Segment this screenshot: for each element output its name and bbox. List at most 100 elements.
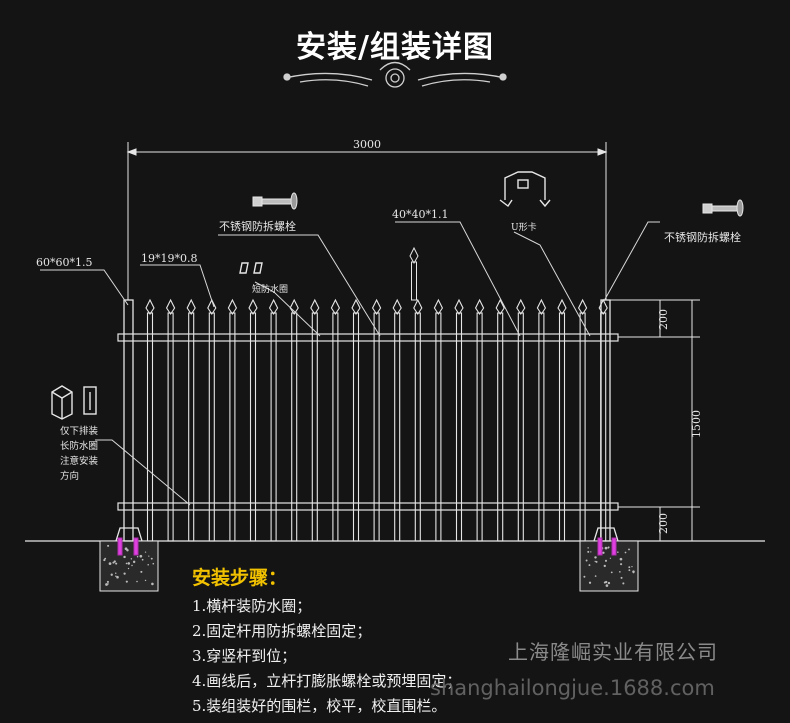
post-size-label: 60*60*1.5 [36,256,93,269]
concrete-speck [594,575,597,577]
expansion-bolt-right [597,537,617,556]
step-item: 1.横杆装防水圈； [192,597,312,615]
decorative-ornament [283,61,507,88]
bolt-left-label: 不锈钢防拆螺栓 [219,219,296,233]
picket [207,298,217,542]
concrete-speck [115,572,117,574]
concrete-speck [127,562,131,565]
top-rail [117,333,619,342]
long-ring-icon [51,385,97,420]
center-tall-picket [409,246,419,301]
concrete-speck [585,559,588,562]
bottom-note-line-4: 方向 [60,470,79,482]
concrete-speck [583,575,586,578]
picket [227,298,238,542]
picket [268,298,279,542]
leader-lines [40,221,660,506]
concrete-speck [588,564,591,567]
concrete-speck [136,580,138,583]
concrete-speck [151,582,154,586]
step-item: 2.固定杆用防拆螺栓固定； [192,622,372,640]
concrete-speck [590,551,592,553]
picket [433,298,444,542]
picket [371,298,382,542]
concrete-speck [605,584,609,587]
picket-group [145,246,608,542]
concrete-speck [139,554,143,558]
picket [577,298,588,542]
concrete-speck [140,570,143,573]
concrete-speck [587,550,590,553]
concrete-speck [110,573,113,576]
steps-title: 安装步骤： [192,567,288,589]
picket [392,298,402,542]
concrete-speck [107,583,109,585]
dimension-width [126,142,608,300]
concrete-speck [628,569,631,572]
concrete-speck [610,571,613,574]
concrete-speck [103,559,106,562]
picket [516,298,526,542]
picket [474,298,485,542]
concrete-speck [620,576,623,579]
picket [289,298,299,542]
concrete-speck [607,581,611,585]
dimension-height [610,299,700,542]
watermark-url: shanghailongjue.1688.com [430,676,715,700]
bottom-note-line-1: 仅下排装 [60,425,99,437]
concrete-speck [594,556,597,559]
concrete-speck [105,583,108,586]
dimension-width-label: 3000 [353,138,381,151]
concrete-speck [147,563,149,566]
concrete-speck [115,575,117,577]
concrete-speck [595,560,598,563]
page-title: 安装/组装详图 [296,30,494,65]
picket [413,298,423,542]
concrete-speck [113,560,116,563]
concrete-speck [604,559,608,562]
concrete-speck [144,579,147,582]
anti-theft-bolt-icon [702,199,744,217]
bolt-right-label: 不锈钢防拆螺栓 [664,230,741,244]
picket [557,298,567,542]
step-item: 3.穿竖杆到位； [192,647,297,665]
concrete-speck [115,562,118,565]
concrete-speck [628,548,630,551]
picket [330,298,341,542]
height-total-label: 1500 [690,410,703,438]
concrete-speck [125,562,128,565]
picket [536,298,547,542]
picket [495,298,505,542]
installation-steps: 安装步骤： 1.横杆装防水圈； 2.固定杆用防拆螺栓固定； 3.穿竖杆到位； 4… [192,563,461,719]
concrete-speck [127,567,130,570]
picket [248,298,258,542]
concrete-speck [108,562,112,566]
concrete-speck [126,549,129,552]
short-ring-icon [239,262,263,274]
picket-size-label: 19*19*0.8 [141,252,198,265]
concrete-speck [131,564,133,567]
concrete-speck [104,557,107,560]
concrete-speck [622,582,625,585]
concrete-speck [617,551,619,553]
picket [165,298,176,542]
picket [186,298,196,542]
concrete-speck [588,581,592,584]
step-item: 5.装组装好的围栏，校平，校直围栏。 [192,697,447,715]
anti-theft-bolt-icon [252,192,298,210]
concrete-speck [628,566,631,569]
expansion-bolt-left [117,537,139,556]
concrete-speck [619,571,621,573]
concrete-speck [123,572,126,575]
concrete-speck [624,551,627,554]
concrete-speck [116,575,119,579]
picket [351,298,361,542]
concrete-speck [152,562,155,565]
post-left [123,299,134,542]
footing-left [99,540,159,592]
concrete-speck [130,558,133,560]
picket [598,298,608,542]
concrete-speck [594,560,596,563]
concrete-speck [106,580,109,583]
